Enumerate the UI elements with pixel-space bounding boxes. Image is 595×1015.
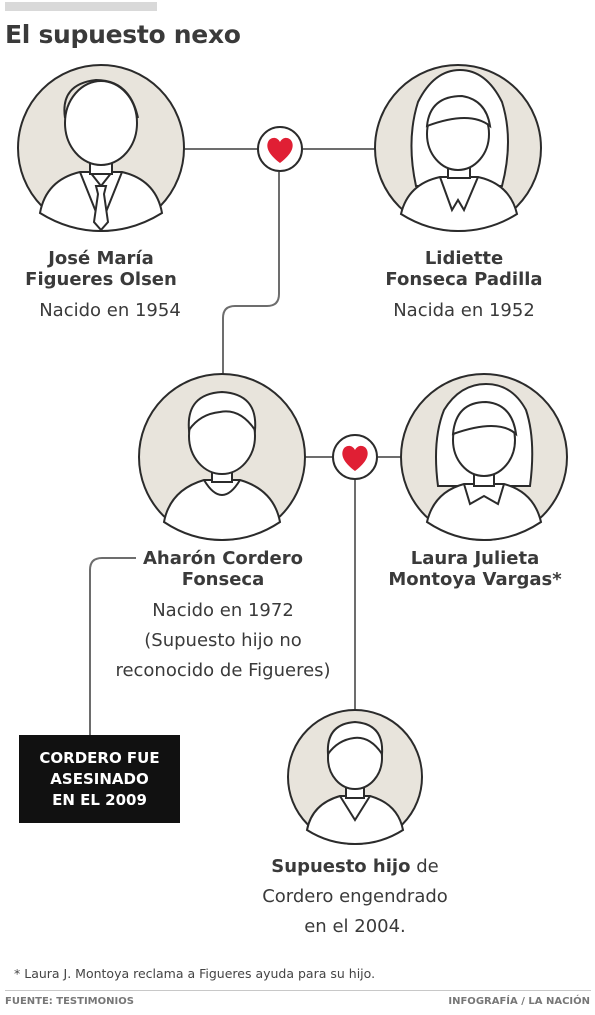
person-info-aharon: Nacido en 1972 (Supuesto hijo no reconoc…	[115, 600, 331, 681]
heart-icon	[332, 434, 378, 480]
person-name-jose: José María Figueres Olsen	[25, 248, 177, 290]
portrait-aharon-cordero	[138, 373, 306, 542]
portrait-supuesto-hijo	[287, 709, 423, 846]
person-info-lidiette: Nacida en 1952	[393, 300, 535, 321]
person-info-child: Supuesto hijo de Cordero engendrado en e…	[262, 856, 448, 937]
portrait-jose-maria-figueres	[17, 64, 185, 233]
credit-label: INFOGRAFÍA / LA NACIÓN	[448, 996, 590, 1007]
portrait-laura-montoya	[400, 373, 568, 542]
top-accent-bar	[5, 2, 157, 11]
connector-lines	[89, 148, 403, 735]
source-label: FUENTE: TESTIMONIOS	[5, 996, 134, 1007]
footnote: * Laura J. Montoya reclama a Figueres ay…	[14, 966, 376, 981]
page-title: El supuesto nexo	[5, 20, 241, 49]
callout-cordero-asesinado: CORDERO FUE ASESINADO EN EL 2009	[19, 735, 180, 823]
footer-divider	[5, 990, 591, 991]
person-name-aharon: Aharón Cordero Fonseca	[142, 548, 303, 590]
person-name-laura: Laura Julieta Montoya Vargas*	[388, 548, 562, 590]
person-info-jose: Nacido en 1954	[39, 300, 181, 321]
portrait-lidiette-fonseca	[374, 64, 542, 233]
heart-icon	[257, 126, 303, 172]
person-name-lidiette: Lidiette Fonseca Padilla	[385, 248, 543, 290]
